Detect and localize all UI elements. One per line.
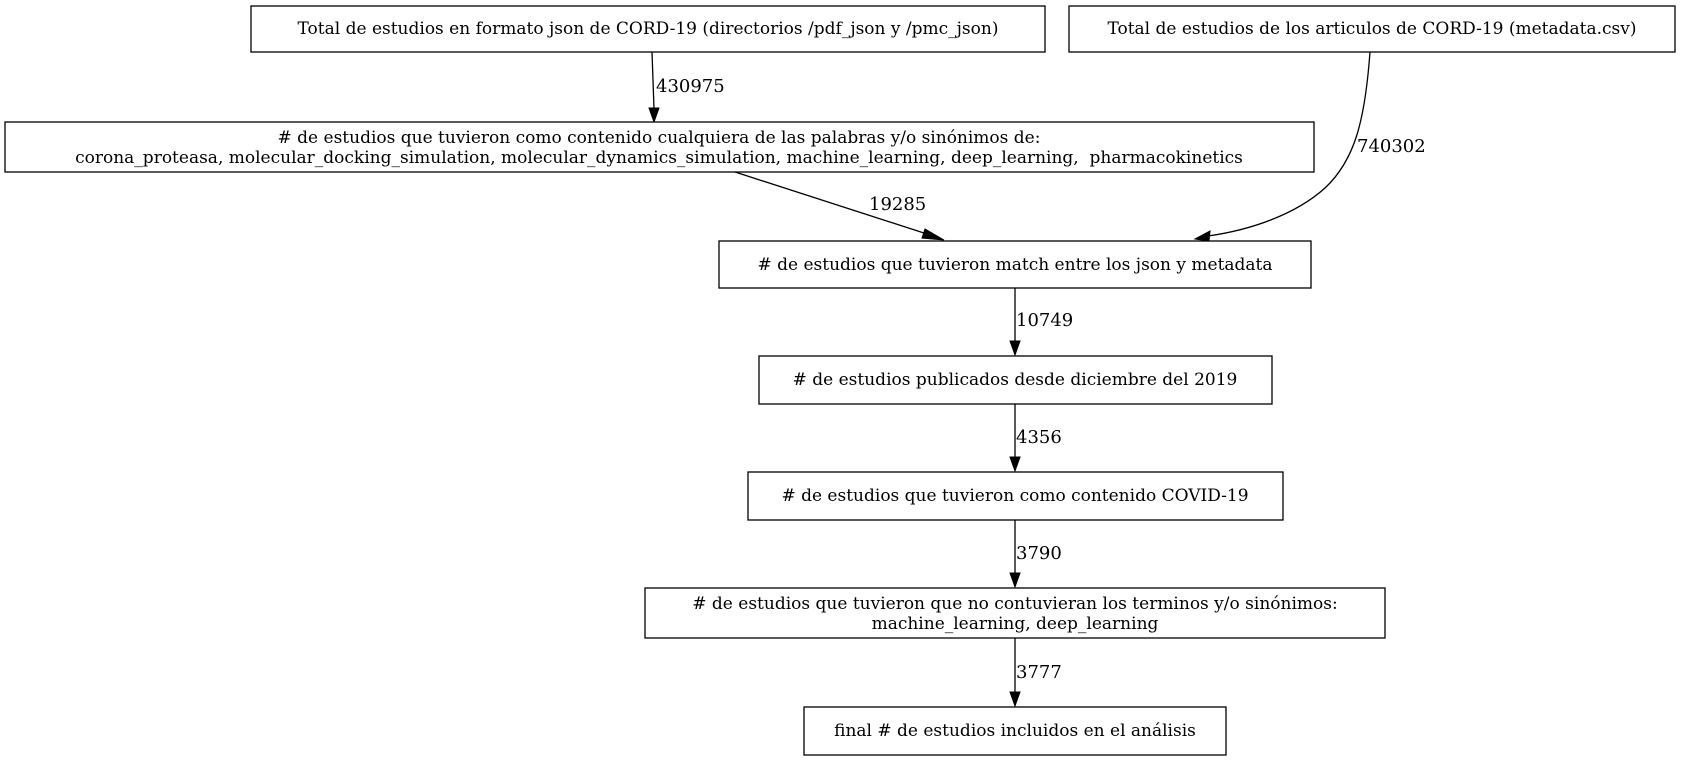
node-metadata-total-line-1: Total de estudios de los articulos de CO… (1107, 19, 1636, 39)
node-keywords: # de estudios que tuvieron como contenid… (4, 121, 1315, 173)
node-keywords-line-1: # de estudios que tuvieron como contenid… (278, 128, 1041, 148)
edge-json-to-keywords: 430975 (648, 51, 725, 124)
edge-label-metadata-to-match: 740302 (1357, 136, 1426, 157)
edge-label-keywords-to-match: 19285 (869, 194, 926, 215)
edge-match-to-published: 10749 (1009, 288, 1073, 357)
node-published-line-1: # de estudios publicados desde diciembre… (793, 370, 1238, 390)
node-final-line-1: final # de estudios incluidos en el anál… (834, 721, 1196, 741)
edge-published-to-covid: 4356 (1009, 404, 1062, 473)
node-json-total: Total de estudios en formato json de COR… (250, 5, 1046, 53)
edge-label-published-to-covid: 4356 (1016, 427, 1062, 448)
edge-label-json-to-keywords: 430975 (656, 76, 725, 97)
edge-label-match-to-published: 10749 (1016, 310, 1073, 331)
node-published: # de estudios publicados desde diciembre… (758, 355, 1273, 405)
edge-label-covid-to-exclusion: 3790 (1016, 543, 1062, 564)
node-covid-line-1: # de estudios que tuvieron como contenid… (781, 486, 1248, 506)
node-keywords-line-2: corona_proteasa, molecular_docking_simul… (75, 148, 1243, 168)
node-exclusion-line-1: # de estudios que tuvieron que no contuv… (692, 594, 1337, 614)
node-exclusion-line-2: machine_learning, deep_learning (872, 614, 1159, 634)
node-match: # de estudios que tuvieron match entre l… (718, 240, 1312, 289)
edge-metadata-to-match: 740302 (1193, 51, 1426, 242)
node-json-total-line-1: Total de estudios en formato json de COR… (298, 19, 999, 39)
edge-label-exclusion-to-final: 3777 (1016, 662, 1062, 683)
edges: 430975 740302 19285 10749 4356 (648, 51, 1426, 708)
edge-keywords-to-match: 19285 (731, 170, 945, 241)
node-final: final # de estudios incluidos en el anál… (803, 706, 1227, 756)
node-covid: # de estudios que tuvieron como contenid… (747, 471, 1284, 521)
edge-exclusion-to-final: 3777 (1009, 638, 1062, 708)
node-match-line-1: # de estudios que tuvieron match entre l… (757, 255, 1272, 275)
nodes: Total de estudios en formato json de COR… (4, 5, 1676, 756)
node-metadata-total: Total de estudios de los articulos de CO… (1068, 5, 1676, 53)
edge-covid-to-exclusion: 3790 (1009, 520, 1062, 589)
node-exclusion: # de estudios que tuvieron que no contuv… (644, 587, 1386, 639)
